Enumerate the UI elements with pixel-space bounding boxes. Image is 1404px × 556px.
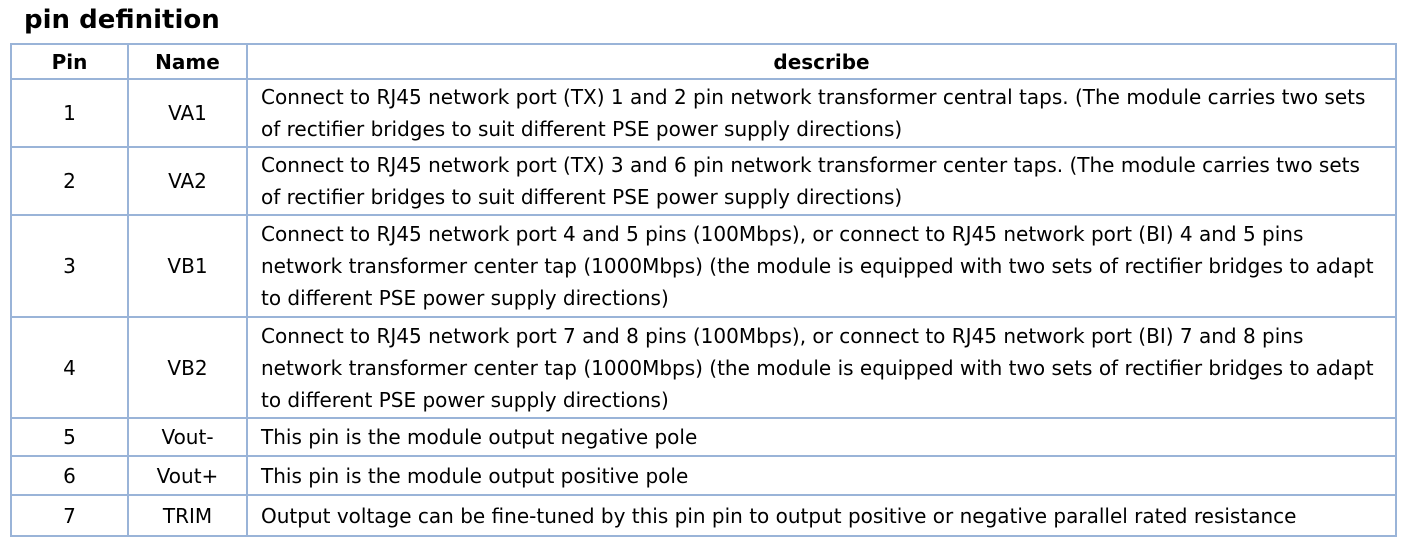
table-row: 6 Vout+ This pin is the module output po… <box>10 455 1397 496</box>
cell-pin: 7 <box>10 494 129 537</box>
cell-pin: 5 <box>10 417 129 457</box>
describe-line: This pin is the module output negative p… <box>261 425 698 449</box>
cell-describe: This pin is the module output negative p… <box>246 417 1397 457</box>
header-name: Name <box>127 43 248 80</box>
pin-definition-table: Pin Name describe 1 VA1 Connect to RJ45 … <box>10 43 1397 537</box>
cell-describe: Connect to RJ45 network port 4 and 5 pin… <box>246 214 1397 318</box>
table-row: 1 VA1 Connect to RJ45 network port (TX) … <box>10 78 1397 148</box>
cell-name: VA1 <box>127 78 248 148</box>
table-header-row: Pin Name describe <box>10 43 1397 80</box>
cell-describe: Connect to RJ45 network port (TX) 3 and … <box>246 146 1397 216</box>
header-describe: describe <box>246 43 1397 80</box>
describe-line: Connect to RJ45 network port 4 and 5 pin… <box>261 222 1304 246</box>
cell-pin: 4 <box>10 316 129 419</box>
cell-name: Vout+ <box>127 455 248 496</box>
cell-describe: Connect to RJ45 network port (TX) 1 and … <box>246 78 1397 148</box>
cell-name: VB1 <box>127 214 248 318</box>
describe-line: to different PSE power supply directions… <box>261 387 669 412</box>
table-row: 4 VB2 Connect to RJ45 network port 7 and… <box>10 316 1397 419</box>
table-row: 7 TRIM Output voltage can be fine-tuned … <box>10 494 1397 537</box>
cell-describe: This pin is the module output positive p… <box>246 455 1397 496</box>
describe-line: network transformer center tap (1000Mbps… <box>261 355 1374 380</box>
section-heading: pin definition <box>24 5 220 35</box>
describe-line: Connect to RJ45 network port 7 and 8 pin… <box>261 323 1304 348</box>
cell-pin: 6 <box>10 455 129 496</box>
cell-name: TRIM <box>127 494 248 537</box>
cell-name: VA2 <box>127 146 248 216</box>
cell-name: Vout- <box>127 417 248 457</box>
table-row: 3 VB1 Connect to RJ45 network port 4 and… <box>10 214 1397 318</box>
cell-pin: 2 <box>10 146 129 216</box>
describe-line: of rectifier bridges to suit different P… <box>261 117 903 141</box>
describe-line: Connect to RJ45 network port (TX) 3 and … <box>261 153 1360 177</box>
header-pin: Pin <box>10 43 129 80</box>
cell-describe: Output voltage can be fine-tuned by this… <box>246 494 1397 537</box>
table-row: 5 Vout- This pin is the module output ne… <box>10 417 1397 457</box>
describe-line: of rectifier bridges to suit different P… <box>261 185 903 209</box>
describe-line: Output voltage can be fine-tuned by this… <box>261 503 1297 528</box>
describe-line: network transformer center tap (1000Mbps… <box>261 254 1374 278</box>
describe-line: to different PSE power supply directions… <box>261 286 669 310</box>
cell-name: VB2 <box>127 316 248 419</box>
cell-pin: 3 <box>10 214 129 318</box>
cell-describe: Connect to RJ45 network port 7 and 8 pin… <box>246 316 1397 419</box>
cell-pin: 1 <box>10 78 129 148</box>
describe-line: Connect to RJ45 network port (TX) 1 and … <box>261 85 1366 109</box>
table-row: 2 VA2 Connect to RJ45 network port (TX) … <box>10 146 1397 216</box>
describe-line: This pin is the module output positive p… <box>261 463 689 488</box>
